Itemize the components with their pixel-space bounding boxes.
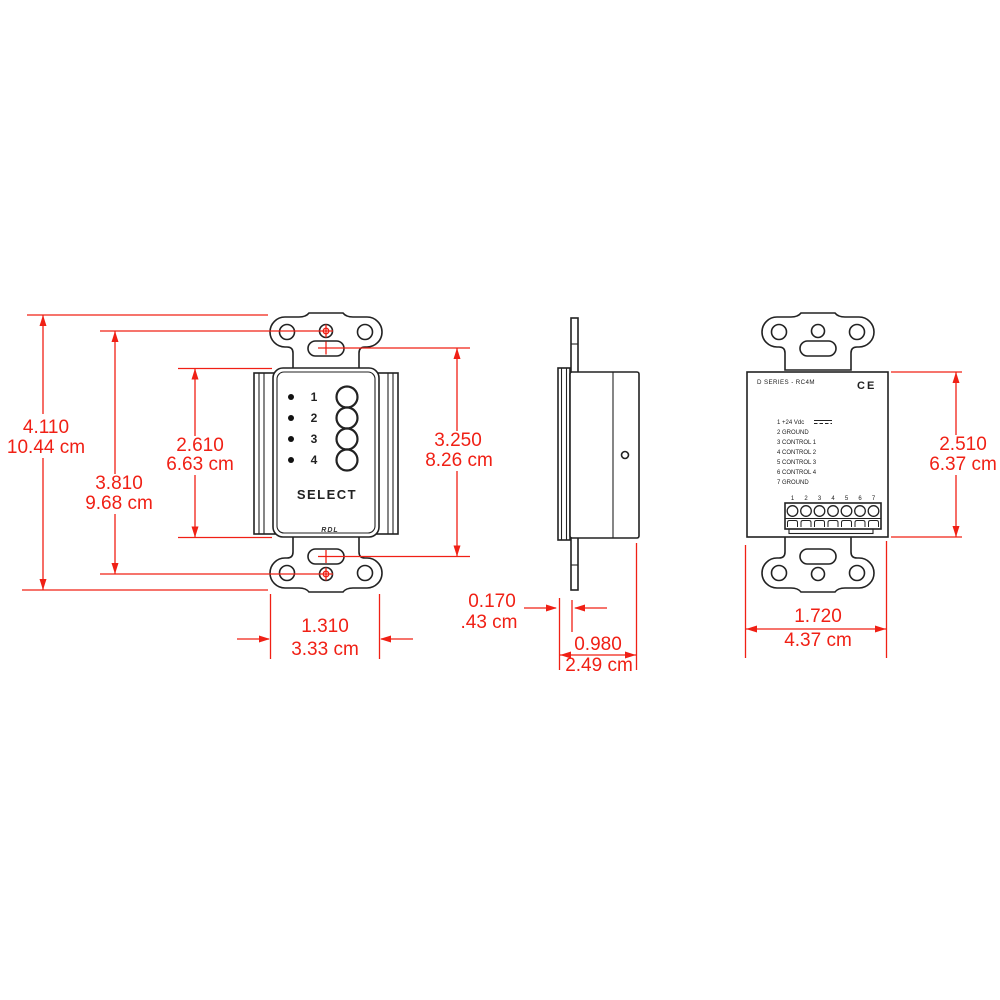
dim-hole-spacing-in: 3.810: [95, 473, 143, 494]
terminal-number-4: 4: [831, 496, 835, 502]
terminal-block-base: [788, 528, 874, 535]
rear-view: D SERIES - RC4M CE 1 +24 Vdc 2 GROUND 3 …: [746, 312, 889, 593]
terminal-number-7: 7: [872, 496, 876, 502]
side-chassis-body: [569, 371, 640, 539]
terminal-number-5: 5: [845, 496, 849, 502]
led-2: [288, 415, 294, 421]
led-4: [288, 457, 294, 463]
dim-slot-spacing-cm: 8.26 cm: [425, 450, 493, 471]
dim-cover-height-in: 2.610: [176, 435, 224, 456]
pin-3-label: 3 CONTROL 1: [777, 440, 817, 446]
dim-depth-cm: 2.49 cm: [565, 655, 633, 676]
pin-4-label: 4 CONTROL 2: [777, 450, 817, 456]
dim-cover-height-cm: 6.63 cm: [166, 454, 234, 475]
side-body-hole: [620, 450, 630, 460]
side-view: [557, 317, 640, 591]
model-label: D SERIES - RC4M: [757, 379, 815, 386]
faceplate: [272, 367, 380, 538]
pinout-list: 1 +24 Vdc 2 GROUND 3 CONTROL 1 4 CONTROL…: [777, 420, 832, 486]
dim-depth-in: 0.980: [574, 634, 622, 655]
terminal-screws: [786, 505, 880, 517]
dim-chassis-height-in: 2.510: [939, 434, 987, 455]
led-3: [288, 436, 294, 442]
faceplate-inner-border: [276, 371, 376, 534]
dim-overall-height-cm: 10.44 cm: [7, 437, 85, 458]
led-indicators: [288, 394, 294, 463]
dim-plate-thickness-cm: .43 cm: [460, 612, 517, 633]
dim-hole-spacing-cm: 9.68 cm: [85, 493, 153, 514]
dim-chassis-width-in: 1.720: [794, 606, 842, 627]
dimension-annotations: 4.110 10.44 cm 3.810 9.68 cm 2.610 6.63 …: [7, 314, 997, 676]
terminal-number-6: 6: [858, 496, 862, 502]
channel-label-1: 1: [311, 390, 318, 404]
dim-cover-width-cm: 3.33 cm: [291, 639, 359, 660]
select-button-3: [335, 427, 359, 451]
select-button-4: [335, 448, 359, 472]
terminal-block: 1 2 3 4 5 6 7: [784, 496, 882, 535]
pin-5-label: 5 CONTROL 3: [777, 460, 817, 466]
channel-label-4: 4: [311, 453, 318, 467]
select-label: SELECT: [297, 487, 357, 502]
side-bottom-strap-tab: [570, 536, 579, 591]
terminal-wire-clamps: [787, 520, 879, 527]
select-buttons: [335, 385, 359, 472]
led-1: [288, 394, 294, 400]
side-faceplate-profile: [557, 367, 571, 541]
channel-label-2: 2: [311, 411, 318, 425]
dim-chassis-height-cm: 6.37 cm: [929, 454, 997, 475]
brand-logo: RDL: [321, 527, 338, 534]
pin-7-label: 7 GROUND: [777, 480, 809, 486]
ce-mark: CE: [857, 380, 876, 392]
terminal-number-3: 3: [818, 496, 822, 502]
screw-center-marks: [322, 327, 330, 578]
dim-slot-spacing-in: 3.250: [434, 430, 482, 451]
select-button-2: [335, 406, 359, 430]
side-top-strap-tab: [570, 317, 579, 374]
pin-6-label: 6 CONTROL 4: [777, 470, 817, 476]
pin-1-label: 1 +24 Vdc: [777, 420, 804, 426]
select-button-1: [335, 385, 359, 409]
dc-voltage-icon: [814, 420, 832, 424]
channel-label-3: 3: [311, 432, 318, 446]
dim-overall-height-in: 4.110: [23, 417, 69, 438]
terminal-number-2: 2: [804, 496, 808, 502]
pin-2-label: 2 GROUND: [777, 430, 809, 436]
dim-plate-thickness-in: 0.170: [468, 591, 516, 612]
terminal-number-1: 1: [791, 496, 795, 502]
dim-cover-width-in: 1.310: [301, 616, 349, 637]
dim-chassis-width-cm: 4.37 cm: [784, 630, 852, 651]
front-view: 1 2 3 4 SELECT RDL: [253, 312, 399, 593]
